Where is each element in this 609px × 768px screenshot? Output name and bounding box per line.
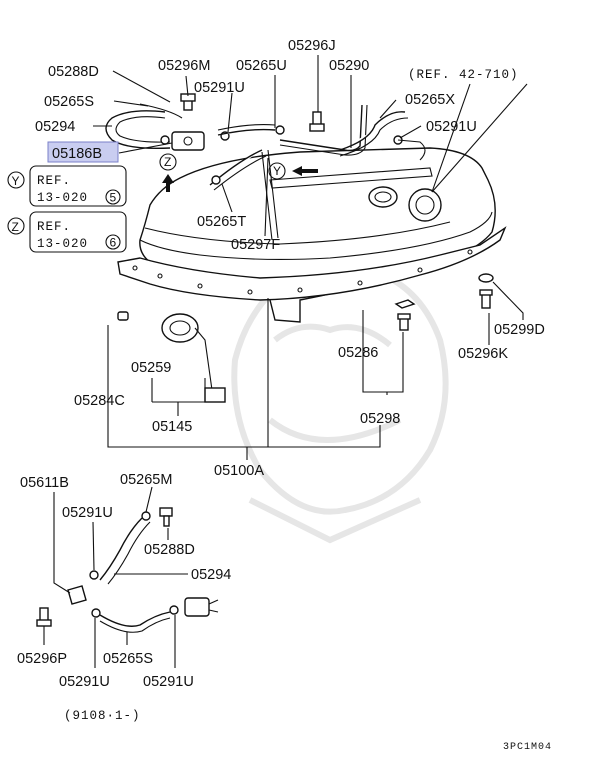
- label-05265X[interactable]: 05265X: [405, 92, 455, 108]
- label-05297F[interactable]: 05297F: [231, 237, 280, 253]
- tank-z-marker: Z: [164, 155, 172, 169]
- right-small-parts: [394, 273, 494, 331]
- label-05291U-c[interactable]: 05291U: [62, 505, 113, 521]
- label-05265T[interactable]: 05265T: [197, 214, 246, 230]
- label-05265U[interactable]: 05265U: [236, 58, 287, 74]
- ref-y-line2: 13-020: [37, 191, 88, 205]
- top-hoses: [105, 93, 426, 241]
- label-05288D-top[interactable]: 05288D: [48, 64, 99, 80]
- bottom-hose-assembly: [36, 507, 219, 633]
- leader-lines: [43, 55, 528, 668]
- label-05290[interactable]: 05290: [329, 58, 369, 74]
- tank-y-marker: Y: [273, 164, 282, 178]
- ref-box-y: Y REF. 13-020 5: [7, 165, 127, 207]
- label-05186B[interactable]: 05186B: [52, 146, 102, 162]
- label-05286[interactable]: 05286: [338, 345, 378, 361]
- label-05145[interactable]: 05145: [152, 419, 192, 435]
- label-05296J[interactable]: 05296J: [288, 38, 336, 54]
- label-05100A[interactable]: 05100A: [214, 463, 264, 479]
- ref-y-marker: Y: [12, 174, 21, 188]
- label-05298[interactable]: 05298: [360, 411, 400, 427]
- ref-y-line1: REF.: [37, 174, 71, 188]
- part-labels: 05288D 05296M 05296J 05265U 05290 05291U…: [17, 38, 552, 753]
- label-date-range: (9108·1-): [64, 709, 141, 723]
- label-05294-bottom[interactable]: 05294: [191, 567, 231, 583]
- ref-z-marker: Z: [12, 220, 20, 234]
- label-05284C[interactable]: 05284C: [74, 393, 125, 409]
- label-05291U-d[interactable]: 05291U: [59, 674, 110, 690]
- label-05265S-bottom[interactable]: 05265S: [103, 651, 153, 667]
- label-05265M[interactable]: 05265M: [120, 472, 172, 488]
- label-05299D[interactable]: 05299D: [494, 322, 545, 338]
- label-05291U-a[interactable]: 05291U: [194, 80, 245, 96]
- ref-box-z: Z REF. 13-020 6: [7, 211, 127, 253]
- label-05611B[interactable]: 05611B: [20, 475, 69, 491]
- ref-z-line1: REF.: [37, 220, 71, 234]
- label-05291U-e[interactable]: 05291U: [143, 674, 194, 690]
- ref-z-circ: 6: [110, 236, 118, 250]
- label-05291U-b[interactable]: 05291U: [426, 119, 477, 135]
- fuel-gauge-unit: [117, 311, 226, 403]
- label-ref-42-710: (REF. 42-710): [408, 68, 519, 82]
- label-05259[interactable]: 05259: [131, 360, 171, 376]
- label-05265S-top[interactable]: 05265S: [44, 94, 94, 110]
- label-05288D-bottom[interactable]: 05288D: [144, 542, 195, 558]
- label-05294-top[interactable]: 05294: [35, 119, 75, 135]
- ref-y-circ: 5: [110, 191, 118, 205]
- highlight-box: [47, 141, 119, 163]
- label-05296K[interactable]: 05296K: [458, 346, 508, 362]
- label-05296M[interactable]: 05296M: [158, 58, 210, 74]
- label-diagram-code: 3PC1M04: [503, 742, 552, 753]
- fuel-tank: [117, 147, 507, 323]
- watermark-emblem: [231, 267, 449, 544]
- ref-z-line2: 13-020: [37, 237, 88, 251]
- label-05296P[interactable]: 05296P: [17, 651, 67, 667]
